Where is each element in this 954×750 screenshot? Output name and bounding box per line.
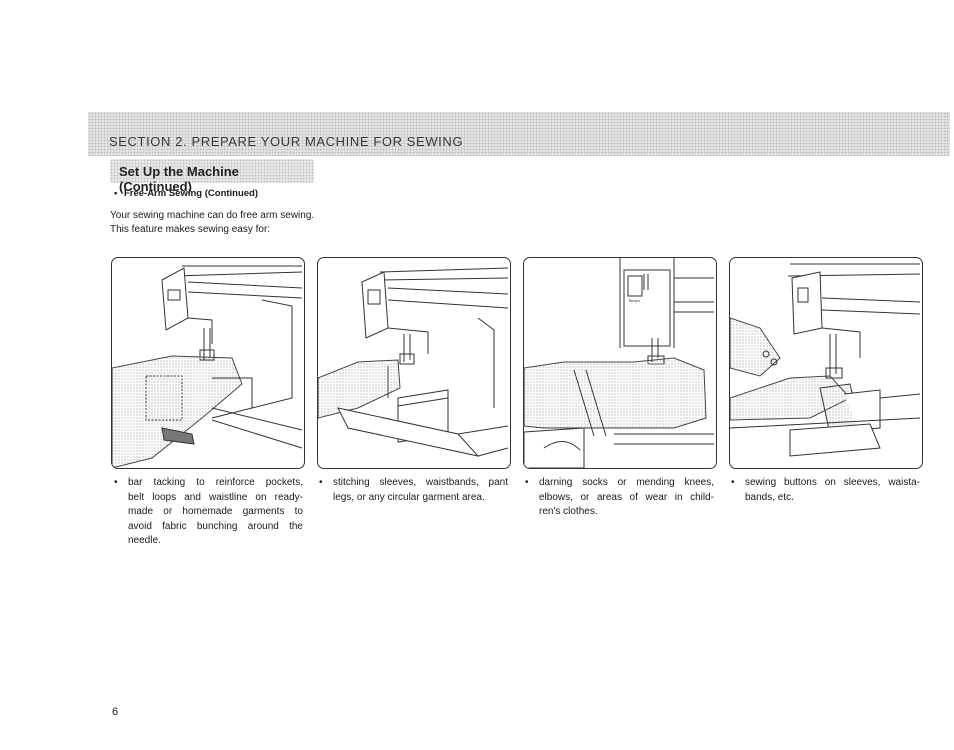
caption-line: legs, or any circular garment area. — [333, 491, 485, 503]
machine-label: Tempo — [628, 298, 641, 303]
illustration-bar-tacking — [111, 257, 305, 469]
caption-line: bar tacking to reinforce pockets, — [128, 477, 303, 488]
topic-bullet: • — [114, 188, 118, 199]
caption-line: avoid fabric bunching around the — [128, 520, 303, 532]
caption-bullet: • — [114, 477, 118, 488]
caption-bullet: • — [525, 477, 529, 488]
caption-line: ren's clothes. — [539, 506, 598, 517]
subheading-box: Set Up the Machine (Continued) — [110, 159, 314, 194]
caption-bullet: • — [319, 477, 323, 488]
subheading: Set Up the Machine (Continued) — [119, 164, 239, 194]
illustration-sewing-buttons — [729, 257, 923, 469]
sewing-machine-drawing — [112, 265, 303, 468]
intro-paragraph: Your sewing machine can do free arm sewi… — [110, 209, 314, 237]
caption-line: stitching sleeves, waistbands, pant — [333, 477, 508, 488]
page-number: 6 — [112, 706, 119, 718]
sewing-machine-drawing — [318, 267, 509, 457]
intro-line: This feature makes sewing easy for: — [110, 224, 271, 235]
topic-heading: • Free-Arm Sewing (Continued) — [114, 188, 258, 199]
caption-bullet: • — [731, 477, 735, 488]
caption-line: made or homemade garments to — [128, 506, 303, 517]
illustration-darning: Tempo — [523, 257, 717, 469]
sewing-machine-drawing — [730, 263, 921, 457]
section-title: SECTION 2. PREPARE YOUR MACHINE FOR SEWI… — [109, 134, 464, 149]
intro-line: Your sewing machine can do free arm sewi… — [110, 210, 315, 221]
sewing-machine-drawing: Tempo — [524, 258, 714, 468]
section-header-bar: SECTION 2. PREPARE YOUR MACHINE FOR SEWI… — [88, 112, 950, 156]
illustration-stitching-sleeves — [317, 257, 511, 469]
caption-line: elbows, or areas of wear in child- — [539, 491, 714, 503]
caption-line: needle. — [128, 535, 161, 546]
caption-line: belt loops and waistline on ready- — [128, 491, 303, 503]
caption-line: darning socks or mending knees, — [539, 477, 714, 488]
caption-line: sewing buttons on sleeves, waista- — [745, 477, 920, 488]
caption-line: bands, etc. — [745, 491, 794, 503]
topic-title: Free-Arm Sewing (Continued) — [123, 188, 259, 199]
